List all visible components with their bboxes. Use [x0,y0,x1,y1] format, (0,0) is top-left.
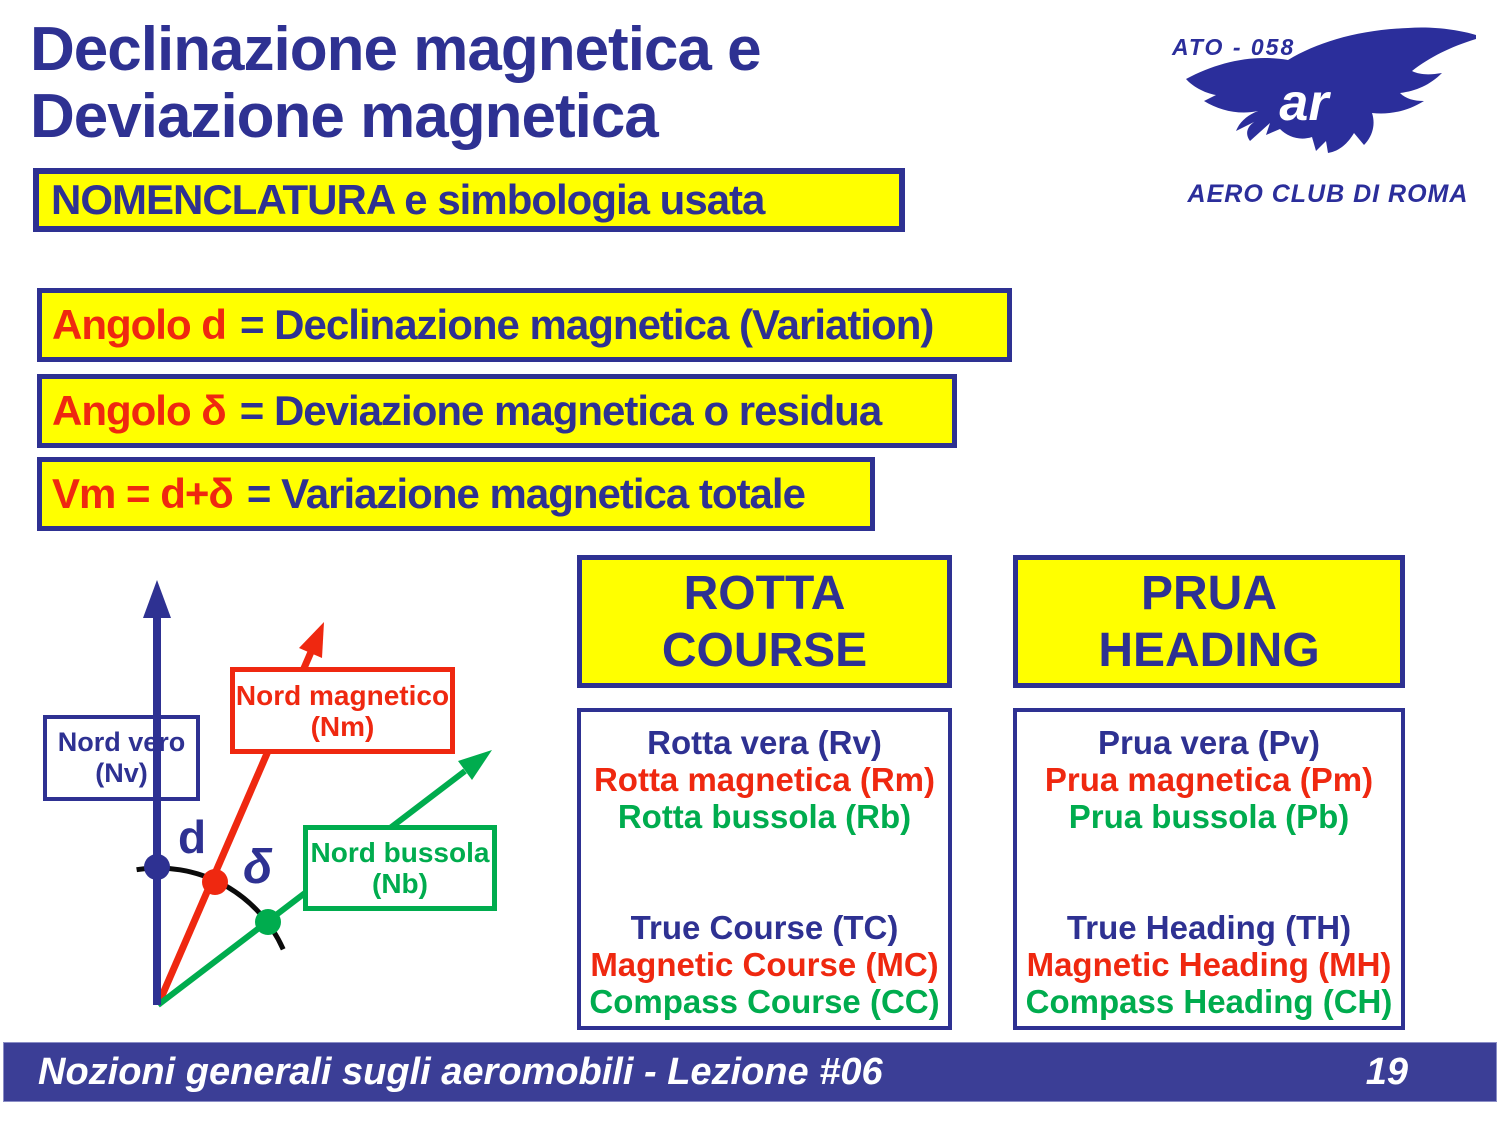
compass-north-label-box: Nord bussola (Nb) [303,825,497,911]
heading-row-compass-it: Prua bussola (Pb) [1068,798,1350,835]
declination-angle-label: d [178,811,207,863]
heading-header-english: HEADING [1098,623,1320,677]
course-row-magnetic-it: Rotta magnetica (Rm) [593,761,936,798]
course-rows-spacer [581,835,948,909]
compass-north-arrowhead [458,750,492,780]
eagle-monogram: ar [1279,74,1331,132]
formula-deviation-symbol: Angolo δ [52,387,227,434]
heading-header-italian: PRUA [1140,566,1277,620]
true-north-abbrev: (Nv) [95,758,148,788]
heading-terms-box: Prua vera (Pv) Prua magnetica (Pm) Prua … [1013,708,1405,1030]
formula-total-variation: Vm = d+δ = Variazione magnetica totale [37,457,875,531]
heading-header: PRUA HEADING [1013,555,1405,688]
magnetic-north-arrowhead [299,622,324,658]
footer-lesson-title: Nozioni generali sugli aeromobili - Lezi… [38,1050,883,1093]
formula-total-variation-symbol: Vm = d+δ [52,470,234,517]
heading-row-magnetic-en: Magnetic Heading (MH) [1026,946,1392,983]
course-header: ROTTA COURSE [577,555,952,688]
ato-number-label: ATO - 058 [1172,34,1296,60]
compass-north-label: Nord bussola [310,837,490,868]
slide-title-line1: Declinazione magnetica e [30,15,762,84]
formula-declination-symbol: Angolo d [52,301,227,348]
deviation-angle-label: δ [243,841,273,894]
compass-north-abbrev: (Nb) [372,868,428,899]
diagram-overlay [136,580,286,1005]
true-north-arrowhead [143,580,171,618]
course-row-true-en: True Course (TC) [630,909,899,946]
magnetic-north-label: Nord magnetico [235,679,450,711]
compass-north-dot [255,909,281,935]
course-row-compass-en: Compass Course (CC) [589,983,940,1020]
course-terms-box: Rotta vera (Rv) Rotta magnetica (Rm) Rot… [577,708,952,1030]
formula-total-variation-definition: = Variazione magnetica totale [246,470,806,517]
heading-row-true-it: Prua vera (Pv) [1098,724,1320,761]
course-header-english: COURSE [661,623,868,677]
course-row-compass-it: Rotta bussola (Rb) [617,798,912,835]
heading-row-compass-en: Compass Heading (CH) [1025,983,1393,1020]
formula-deviation-definition: = Deviazione magnetica o residua [239,387,882,434]
course-row-magnetic-en: Magnetic Course (MC) [590,946,939,983]
course-header-italian: ROTTA [683,566,846,620]
true-north-label-box: Nord vero (Nv) [43,715,200,801]
course-row-true-it: Rotta vera (Rv) [647,724,882,761]
eagle-silhouette [1186,27,1476,154]
heading-rows-spacer [1017,835,1401,909]
true-north-dot [144,854,170,880]
eagle-icon: ar [1186,27,1476,154]
slide-title-line2: Deviazione magnetica [30,82,659,151]
aero-club-logo: ATO - 058 ar AERO CLUB DI ROMA [1150,8,1498,213]
footer-bar: Nozioni generali sugli aeromobili - Lezi… [3,1042,1497,1102]
formula-declination: Angolo d = Declinazione magnetica (Varia… [37,288,1012,362]
magnetic-north-label-box: Nord magnetico (Nm) [230,667,455,754]
aero-club-label: AERO CLUB DI ROMA [1187,180,1469,208]
heading-row-magnetic-it: Prua magnetica (Pm) [1044,761,1374,798]
footer-page-number: 19 [1365,1050,1408,1093]
nomenclature-banner: NOMENCLATURA e simbologia usata [33,168,905,232]
magnetic-north-dot [202,869,228,895]
north-references-diagram: Nord vero (Nv) Nord magnetico (Nm) Nord … [30,552,550,1027]
formula-declination-definition: = Declinazione magnetica (Variation) [239,301,934,348]
heading-row-true-en: True Heading (TH) [1066,909,1352,946]
magnetic-north-abbrev: (Nm) [310,710,375,742]
slide-title: Declinazione magnetica e Deviazione magn… [30,15,762,151]
true-north-label: Nord vero [57,727,186,757]
formula-deviation: Angolo δ = Deviazione magnetica o residu… [37,374,957,448]
